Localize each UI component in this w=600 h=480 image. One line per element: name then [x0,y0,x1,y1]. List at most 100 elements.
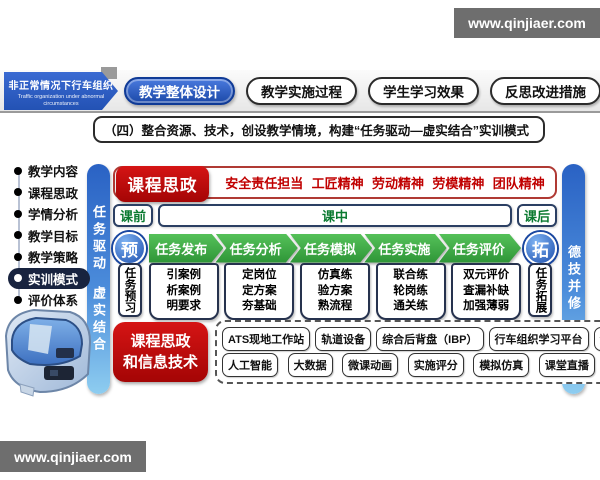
tech-row-2: 人工智能 大数据 微课动画 实施评分 模拟仿真 课堂直播 案例库 [222,353,600,377]
tab-learning-effect[interactable]: 学生学习效果 [368,77,479,105]
tech-badge-line2: 和信息技术 [122,354,198,371]
sidebar-item-evaluation[interactable]: 评价体系 [8,289,90,311]
left-rail-task-driven: 任务驱动 虚实结合 [87,164,110,394]
sidebar-item-strategy[interactable]: 教学策略 [8,246,90,268]
note-task-extension: 任务拓展 [528,263,553,317]
detail-line: 引案例 [166,269,202,281]
step-task-release: 任务发布 [149,234,223,263]
tool-learning-platform: 行车组织学习平台 [488,327,589,351]
step-task-evaluation: 任务评价 [439,234,521,263]
detail-line: 双元评价 [463,269,510,281]
sidebar-item-label: 实训模式 [28,272,79,287]
tech-section: 课程思政 和信息技术 ATS现地工作站 轨道设备 综合后背盘（IBP） 行车组织… [113,319,600,385]
task-flow: 预 任务发布 任务分析 任务模拟 任务实施 任务评价 拓 [113,231,557,265]
bullet-icon [14,274,22,283]
sidebar-menu: 教学内容 课程思政 学情分析 教学目标 教学策略 实训模式 评价体系 [8,160,90,311]
tool-ibp-panel: 综合后背盘（IBP） [376,327,484,351]
watermark-top: www.qinjiaer.com [454,8,600,38]
detail-line: 轮岗练 [393,284,428,297]
bullet-icon [14,231,22,240]
ideology-strip: 课程思政 安全责任担当 工匠精神 劳动精神 劳模精神 团队精神 [113,166,557,202]
step-task-analysis: 任务分析 [215,234,297,263]
tech-badge-line1: 课程思政 [130,333,191,350]
detail-line: 明要求 [166,300,202,312]
detail-line: 仿真练 [317,269,353,281]
tech-row-1: ATS现地工作站 轨道设备 综合后背盘（IBP） 行车组织学习平台 活页教材 [222,327,600,351]
detail-line: 夯基础 [242,300,277,312]
detail-line: 熟流程 [317,300,353,312]
rail-text-bottom: 虚实结合 [91,285,106,354]
course-banner: 非正常情况下行车组织 Traffic organization under ab… [4,72,118,110]
sidebar-item-label: 教学策略 [28,251,79,266]
detail-line: 通关练 [393,300,428,312]
tool-track-equipment: 轨道设备 [315,327,372,351]
tab-overall-design[interactable]: 教学整体设计 [124,77,235,105]
sidebar-item-teaching-content[interactable]: 教学内容 [8,160,90,182]
flow-arrows: 任务发布 任务分析 任务模拟 任务实施 任务评价 [149,234,521,263]
task-details-row: 任务预习 引案例 析案例 明要求 定岗位 定方案 夯基础 仿真练 验方案 熟流程… [113,263,557,320]
sidebar-item-ideology[interactable]: 课程思政 [8,182,90,204]
bullet-icon [14,166,22,175]
phase-after-class: 课后 [517,204,557,227]
tab-reflection[interactable]: 反思改进措施 [490,77,600,105]
tool-micro-lesson: 微课动画 [342,353,399,377]
sidebar-item-learner-analysis[interactable]: 学情分析 [8,203,90,225]
detail-line: 析案例 [166,284,202,297]
detail-task-simulation: 仿真练 验方案 熟流程 [299,263,370,320]
train-image [4,308,92,397]
ideology-item: 劳模精神 [432,176,485,191]
tech-badge: 课程思政 和信息技术 [113,322,208,382]
detail-line: 定岗位 [242,269,277,281]
tab-implementation[interactable]: 教学实施过程 [246,77,357,105]
sidebar-item-label: 课程思政 [28,186,79,201]
detail-task-evaluation: 双元评价 查漏补缺 加强薄弱 [451,263,522,320]
sidebar-item-label: 学情分析 [28,208,79,223]
flow-start-circle-preview: 预 [113,231,146,265]
note-task-preview: 任务预习 [117,263,142,317]
bullet-icon [14,252,22,261]
tool-scoring: 实施评分 [407,353,464,377]
bullet-icon [14,209,22,218]
bullet-icon [14,188,22,197]
step-task-simulation: 任务模拟 [290,234,372,263]
course-title: 非正常情况下行车组织 [8,81,114,92]
bullet-icon [14,295,22,304]
tool-ats-workstation: ATS现地工作站 [222,327,311,351]
sidebar-item-label: 教学内容 [28,165,79,180]
tool-ai: 人工智能 [222,353,278,377]
tech-tools-box: ATS现地工作站 轨道设备 综合后背盘（IBP） 行车组织学习平台 活页教材 人… [215,320,600,384]
tool-simulation: 模拟仿真 [473,353,530,377]
detail-line: 联合练 [393,269,428,281]
ideology-item: 劳动精神 [371,176,424,191]
header-tabs: 教学整体设计 教学实施过程 学生学习效果 反思改进措施 [124,77,600,105]
step-task-implementation: 任务实施 [364,234,446,263]
flow-end-circle-extend: 拓 [524,231,557,265]
tool-big-data: 大数据 [287,353,333,377]
sidebar-item-label: 教学目标 [28,229,79,244]
rail-text-top: 任务驱动 [91,204,106,273]
detail-line: 查漏补缺 [463,284,510,297]
detail-task-implementation: 联合练 轮岗练 通关练 [375,263,446,320]
ideology-items: 安全责任担当 工匠精神 劳动精神 劳模精神 团队精神 [215,168,555,197]
rail-text: 德技并修 [566,245,581,313]
tool-loose-leaf-textbook: 活页教材 [593,327,600,351]
ideology-item: 安全责任担当 [225,176,304,191]
note-text: 任务预习 [123,267,136,313]
phase-in-class: 课中 [158,204,512,227]
ideology-item: 团队精神 [492,176,545,191]
phase-before-class: 课前 [113,204,153,227]
course-subtitle-en: Traffic organization under abnormal circ… [17,94,105,107]
note-text: 任务拓展 [534,267,547,313]
section-title: （四）整合资源、技术，创设教学情境，构建“任务驱动—虚实结合”实训模式 [93,116,545,143]
sidebar-item-training-mode[interactable]: 实训模式 [8,267,90,289]
sidebar-item-goals[interactable]: 教学目标 [8,225,90,247]
detail-line: 定方案 [242,284,277,297]
ideology-item: 工匠精神 [311,176,364,191]
detail-task-analysis: 定岗位 定方案 夯基础 [224,263,295,320]
watermark-bottom: www.qinjiaer.com [0,441,146,472]
sidebar-item-label: 评价体系 [28,294,79,309]
detail-line: 加强薄弱 [463,300,510,312]
detail-task-release: 引案例 析案例 明要求 [148,263,219,320]
ideology-badge: 课程思政 [116,166,209,202]
detail-line: 验方案 [317,284,353,297]
